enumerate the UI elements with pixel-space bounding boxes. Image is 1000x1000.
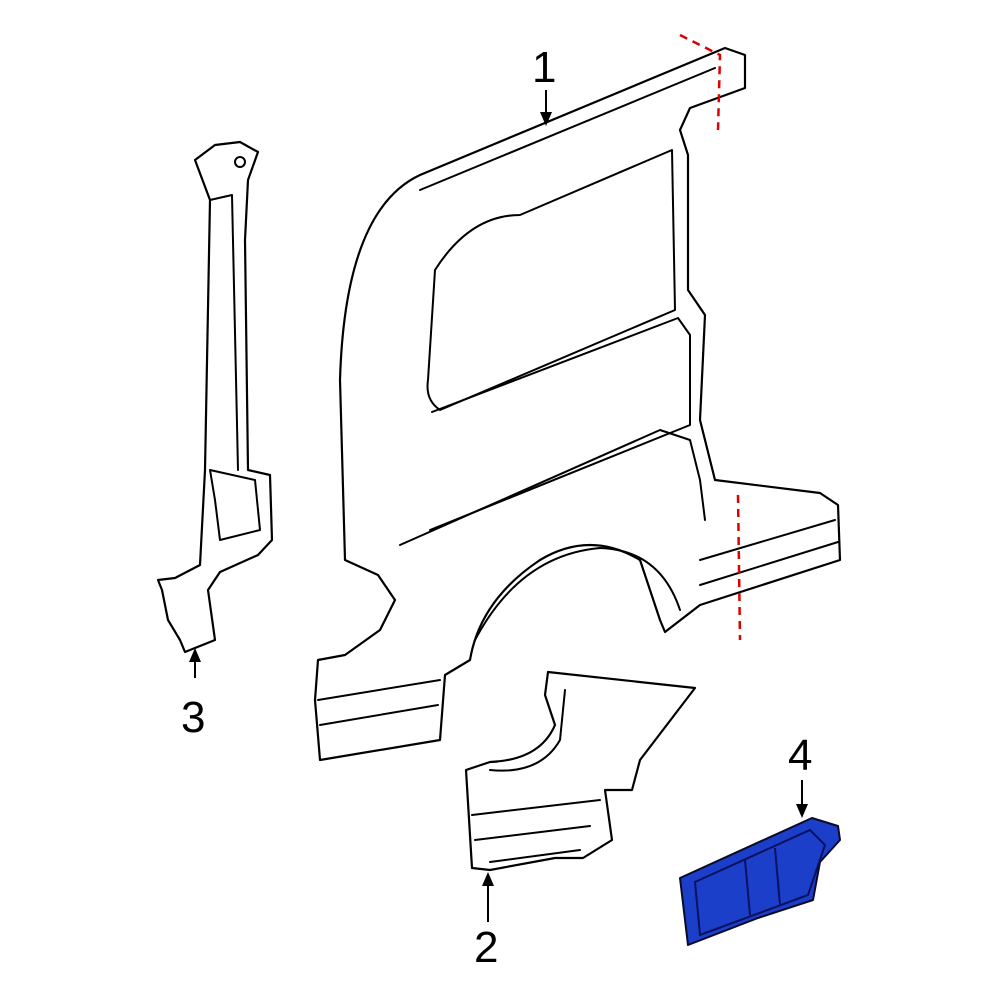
callout-3-arrowhead <box>189 648 201 662</box>
lower-panel-outline <box>464 670 697 872</box>
callout-4-arrowhead <box>796 804 808 818</box>
pillar-lower-bracket <box>209 469 261 541</box>
pillar-outline <box>156 140 274 654</box>
cut-line-top <box>679 33 722 131</box>
quarter-panel-window-lower <box>429 317 691 531</box>
quarter-panel-window-opening <box>426 149 676 411</box>
quarter-panel-roof-rail <box>419 67 716 191</box>
part-4-inner-frame <box>693 828 827 937</box>
callout-1-label: 1 <box>532 43 556 92</box>
quarter-panel-wheel-arch <box>474 547 681 641</box>
part-3-pillar[interactable] <box>156 140 274 654</box>
quarter-panel-front-lower <box>317 679 441 726</box>
quarter-panel-body-line <box>399 429 706 546</box>
callout-3: 3 <box>181 648 205 742</box>
cut-lines <box>679 33 742 641</box>
part-1-quarter-panel[interactable] <box>313 46 842 762</box>
callout-2-arrowhead <box>482 872 494 886</box>
callout-4-label: 4 <box>788 731 812 780</box>
callout-2: 2 <box>474 872 498 972</box>
callout-3-label: 3 <box>181 693 205 742</box>
callout-1-arrowhead <box>540 112 552 126</box>
pillar-inner-line <box>209 194 239 471</box>
pillar-hole <box>234 156 246 168</box>
cut-line-right <box>736 494 742 641</box>
part-4-ribs <box>744 847 781 916</box>
callout-2-label: 2 <box>474 923 498 972</box>
quarter-panel-sill-line <box>699 519 839 586</box>
callout-1: 1 <box>532 43 556 126</box>
quarter-panel-outline <box>313 46 842 762</box>
lower-panel-arch <box>489 689 566 772</box>
callout-4: 4 <box>788 731 812 818</box>
lower-panel-step <box>471 799 601 863</box>
part-4-highlighted[interactable] <box>679 817 841 946</box>
part-2-lower-panel[interactable] <box>464 670 697 872</box>
